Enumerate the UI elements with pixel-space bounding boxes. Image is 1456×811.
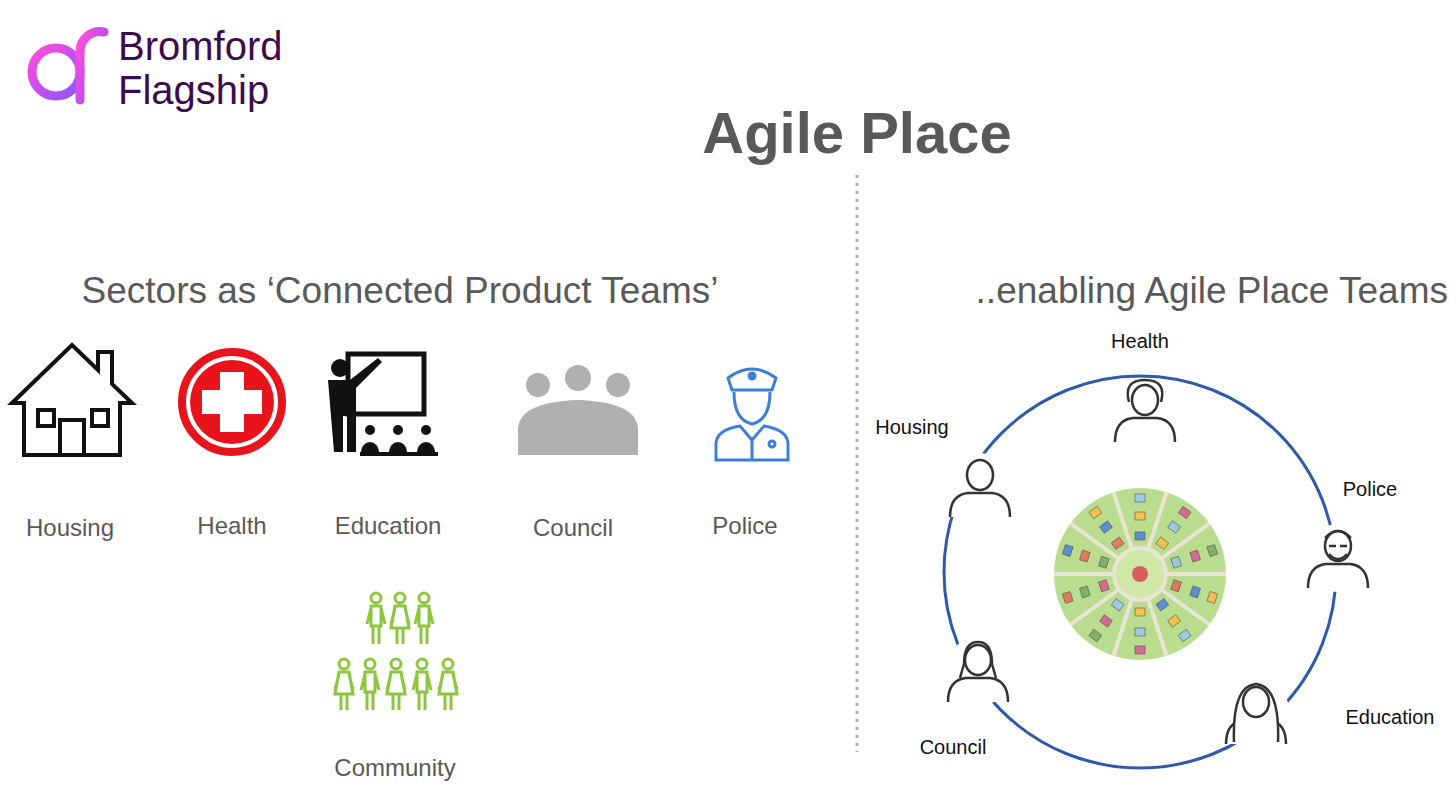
- team-label: Council: [920, 736, 987, 759]
- house-icon: [12, 345, 132, 455]
- sector-label: Community: [334, 754, 455, 782]
- health-icon: [182, 352, 282, 452]
- sector-label: Council: [533, 514, 613, 542]
- community-icon: [335, 593, 457, 710]
- council-icon: [518, 365, 638, 455]
- person-icons: [944, 378, 1372, 748]
- teacher-icon: [328, 354, 438, 456]
- sector-label: Education: [335, 512, 442, 540]
- divider-line: [856, 175, 859, 752]
- logo-mark: [32, 30, 104, 100]
- police-icon: [716, 369, 788, 460]
- logo-text: Bromford Flagship: [118, 24, 283, 112]
- sector-label: Police: [712, 512, 777, 540]
- sector-label: Health: [197, 512, 266, 540]
- team-label: Education: [1346, 706, 1435, 729]
- page-title: Agile Place: [702, 100, 1011, 167]
- team-label: Health: [1111, 330, 1169, 353]
- town-illustration: [1054, 488, 1226, 660]
- team-label: Housing: [875, 416, 948, 439]
- section-heading: Sectors as ‘Connected Product Teams’: [82, 270, 719, 313]
- sector-label: Housing: [26, 514, 114, 542]
- team-label: Police: [1343, 478, 1397, 501]
- section-heading: ..enabling Agile Place Teams: [976, 270, 1448, 313]
- team-circle: [944, 376, 1336, 768]
